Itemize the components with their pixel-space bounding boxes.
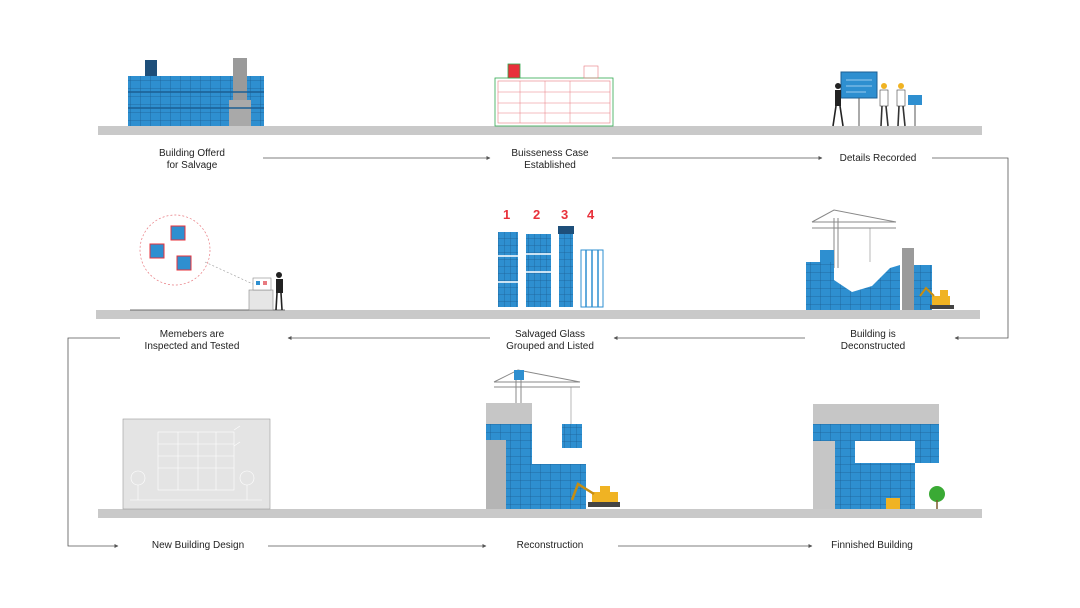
glass-group-number-4: 4 <box>587 207 595 222</box>
ground-row-1 <box>98 126 982 135</box>
excavator-icon <box>919 286 954 309</box>
step-label-details-recorded: Details Recorded <box>839 153 917 164</box>
business-case-drawing <box>494 63 614 127</box>
deconstruction-illustration <box>806 209 954 310</box>
excavator-icon <box>570 482 620 507</box>
glass-stacks <box>498 226 604 308</box>
flow-arrows <box>67 156 1009 548</box>
glass-group-number-3: 3 <box>561 207 569 222</box>
details-recorded-illustration <box>832 71 922 127</box>
ground-row-3 <box>98 509 982 518</box>
glass-group-number-1: 1 <box>503 207 511 222</box>
tree-icon <box>929 486 945 509</box>
reconstruction-illustration <box>486 369 620 509</box>
step-label-reconstruction: Reconstruction <box>516 540 584 551</box>
glass-stack-1 <box>498 232 518 307</box>
glass-group-number-2: 2 <box>533 207 541 222</box>
ground-row-2 <box>96 310 980 319</box>
glass-stack-2 <box>526 234 551 307</box>
glass-stack-4 <box>580 249 604 308</box>
design-drawing <box>122 418 271 510</box>
salvage-building-illustration <box>128 58 264 126</box>
step-label-finished: Finnished Building <box>831 540 913 551</box>
inspection-illustration <box>130 214 285 311</box>
finished-building-illustration <box>813 404 945 509</box>
glass-stack-3 <box>558 226 574 307</box>
step-label-new-design: New Building Design <box>151 540 245 551</box>
